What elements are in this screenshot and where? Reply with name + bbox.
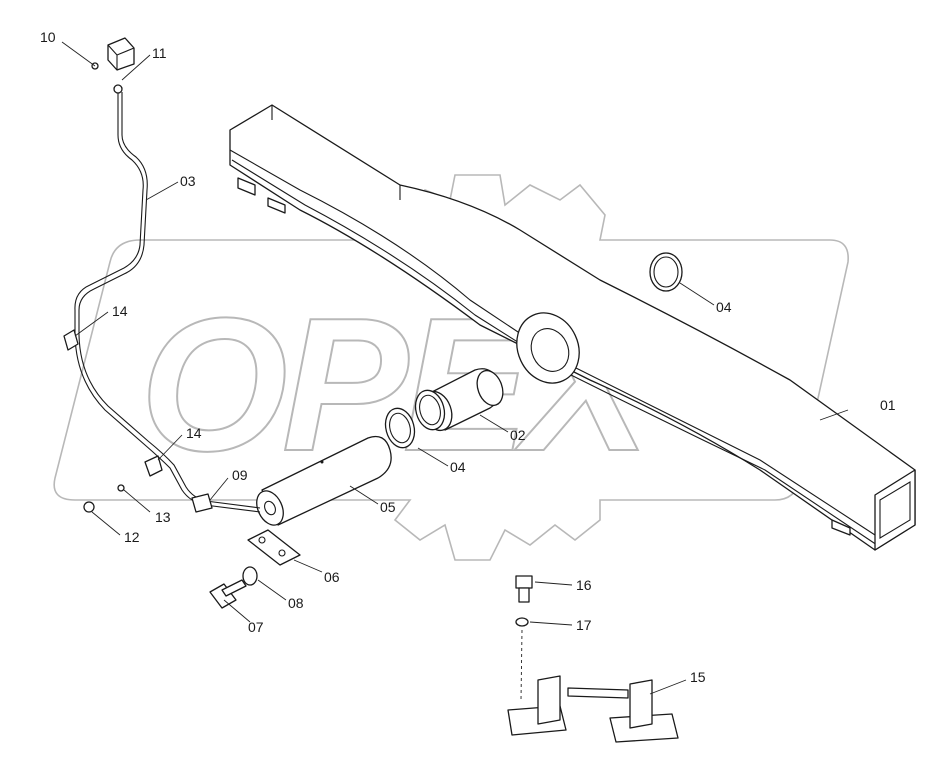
axle-beam-01 <box>229 104 916 551</box>
axle-beam-foot-mid <box>267 197 286 214</box>
bolt-07 <box>209 579 247 609</box>
seal-ring-04-upper <box>649 252 683 292</box>
label-15: 15 <box>690 669 706 685</box>
label-07: 07 <box>248 619 264 635</box>
watermark-gear <box>53 174 849 561</box>
label-17: 17 <box>576 617 592 633</box>
axle-beam-foot-left <box>237 177 256 196</box>
pin-05 <box>256 435 392 526</box>
label-02: 02 <box>510 427 526 443</box>
label-12: 12 <box>124 529 140 545</box>
bracket-15 <box>507 675 679 743</box>
label-11: 11 <box>152 45 167 61</box>
lube-line-03 <box>74 92 261 513</box>
connector-09 <box>191 493 213 513</box>
washer-08 <box>242 566 258 586</box>
label-06: 06 <box>324 569 340 585</box>
label-14-upper: 14 <box>112 303 128 319</box>
washer-17 <box>515 617 529 627</box>
label-08: 08 <box>288 595 304 611</box>
label-04-upper: 04 <box>716 299 732 315</box>
label-10: 10 <box>40 29 56 45</box>
bolt-16 <box>515 575 533 603</box>
label-01: 01 <box>880 397 896 413</box>
label-09: 09 <box>232 467 248 483</box>
label-14-lower: 14 <box>186 425 202 441</box>
lock-plate-06 <box>247 529 301 566</box>
label-05: 05 <box>380 499 396 515</box>
label-04-lower: 04 <box>450 459 466 475</box>
label-03: 03 <box>180 173 196 189</box>
axle-beam-bore <box>516 312 580 384</box>
label-16: 16 <box>576 577 592 593</box>
fitting-block-10-11 <box>91 37 135 94</box>
seal-rings-04-lower <box>384 389 446 449</box>
clip-14-lower <box>144 455 163 477</box>
label-13: 13 <box>155 509 171 525</box>
part-labels: 10 11 03 14 14 09 13 12 01 04 02 04 05 0… <box>40 29 896 685</box>
axle-beam-end-face <box>874 469 916 551</box>
axle-beam-foot-right <box>831 519 851 536</box>
grease-nipple-12 <box>83 501 95 513</box>
fitting-13 <box>117 484 125 492</box>
leader-lines <box>61 41 849 695</box>
clip-14-upper <box>63 329 79 351</box>
